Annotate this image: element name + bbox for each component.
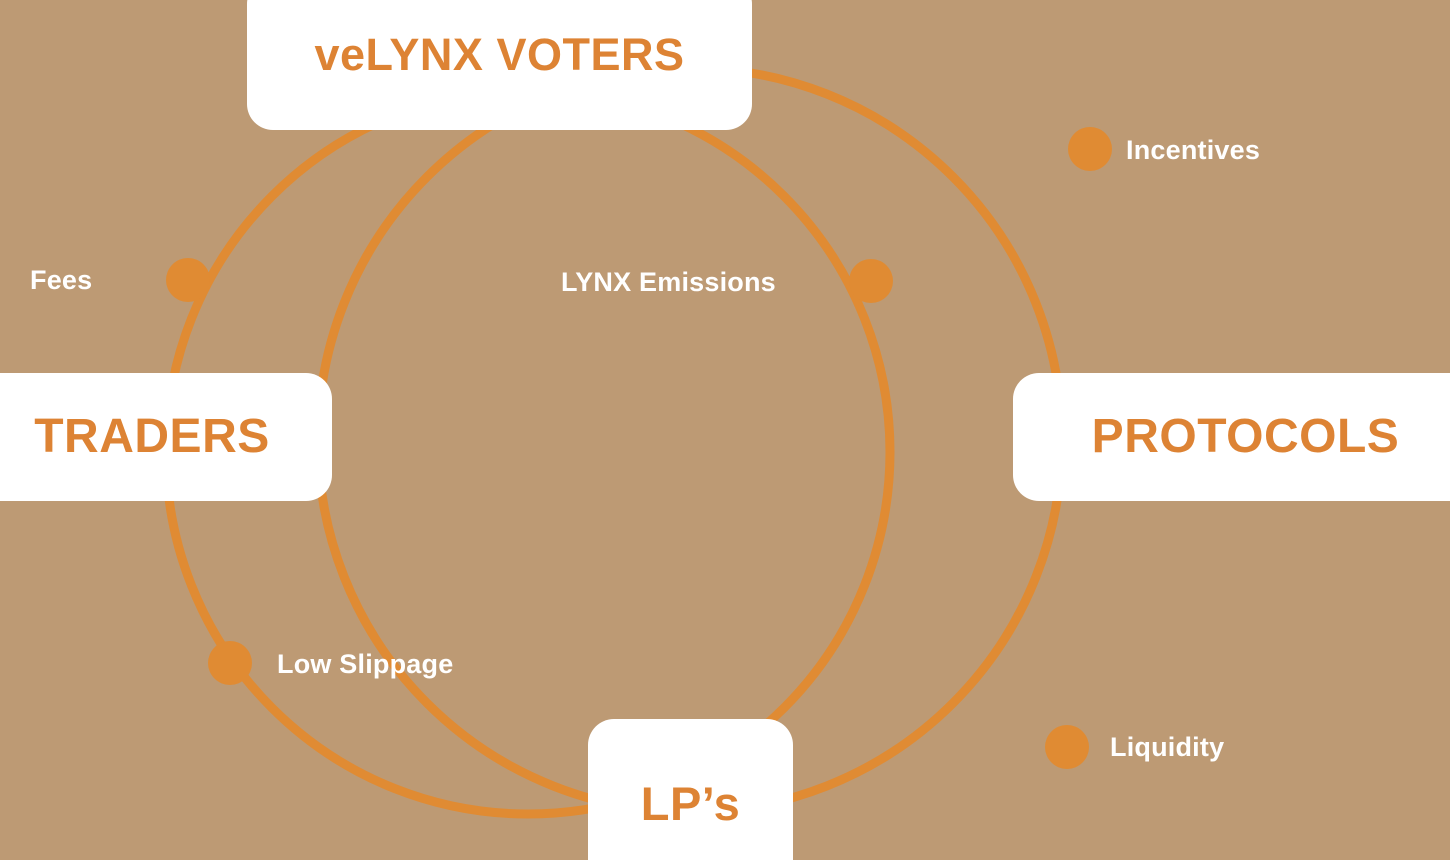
node-label-lps: LP’s (640, 776, 741, 830)
liquidity-dot (1045, 725, 1089, 769)
low-slippage-dot (208, 641, 252, 685)
node-card-protocols[interactable]: PROTOCOLS (1013, 373, 1450, 501)
node-card-velynx-voters[interactable]: veLYNX VOTERS (247, 0, 752, 130)
edge-label-liquidity: Liquidity (1110, 732, 1225, 762)
edge-label-incentives: Incentives (1126, 135, 1261, 165)
node-label-traders: TRADERS (34, 410, 270, 463)
node-card-traders[interactable]: TRADERS (0, 373, 332, 501)
node-label-protocols: PROTOCOLS (1091, 410, 1400, 463)
edge-label-fees: Fees (30, 265, 93, 295)
lynx-emissions-dot (849, 259, 893, 303)
outer-cycle-ring (313, 63, 1067, 817)
edge-label-lynx-emissions: LYNX Emissions (561, 267, 776, 297)
node-card-lps[interactable]: LP’s (588, 719, 793, 860)
incentives-dot (1068, 127, 1112, 171)
fees-dot (166, 258, 210, 302)
node-label-velynx-voters: veLYNX VOTERS (314, 28, 685, 80)
edge-label-low-slippage: Low Slippage (277, 649, 454, 679)
